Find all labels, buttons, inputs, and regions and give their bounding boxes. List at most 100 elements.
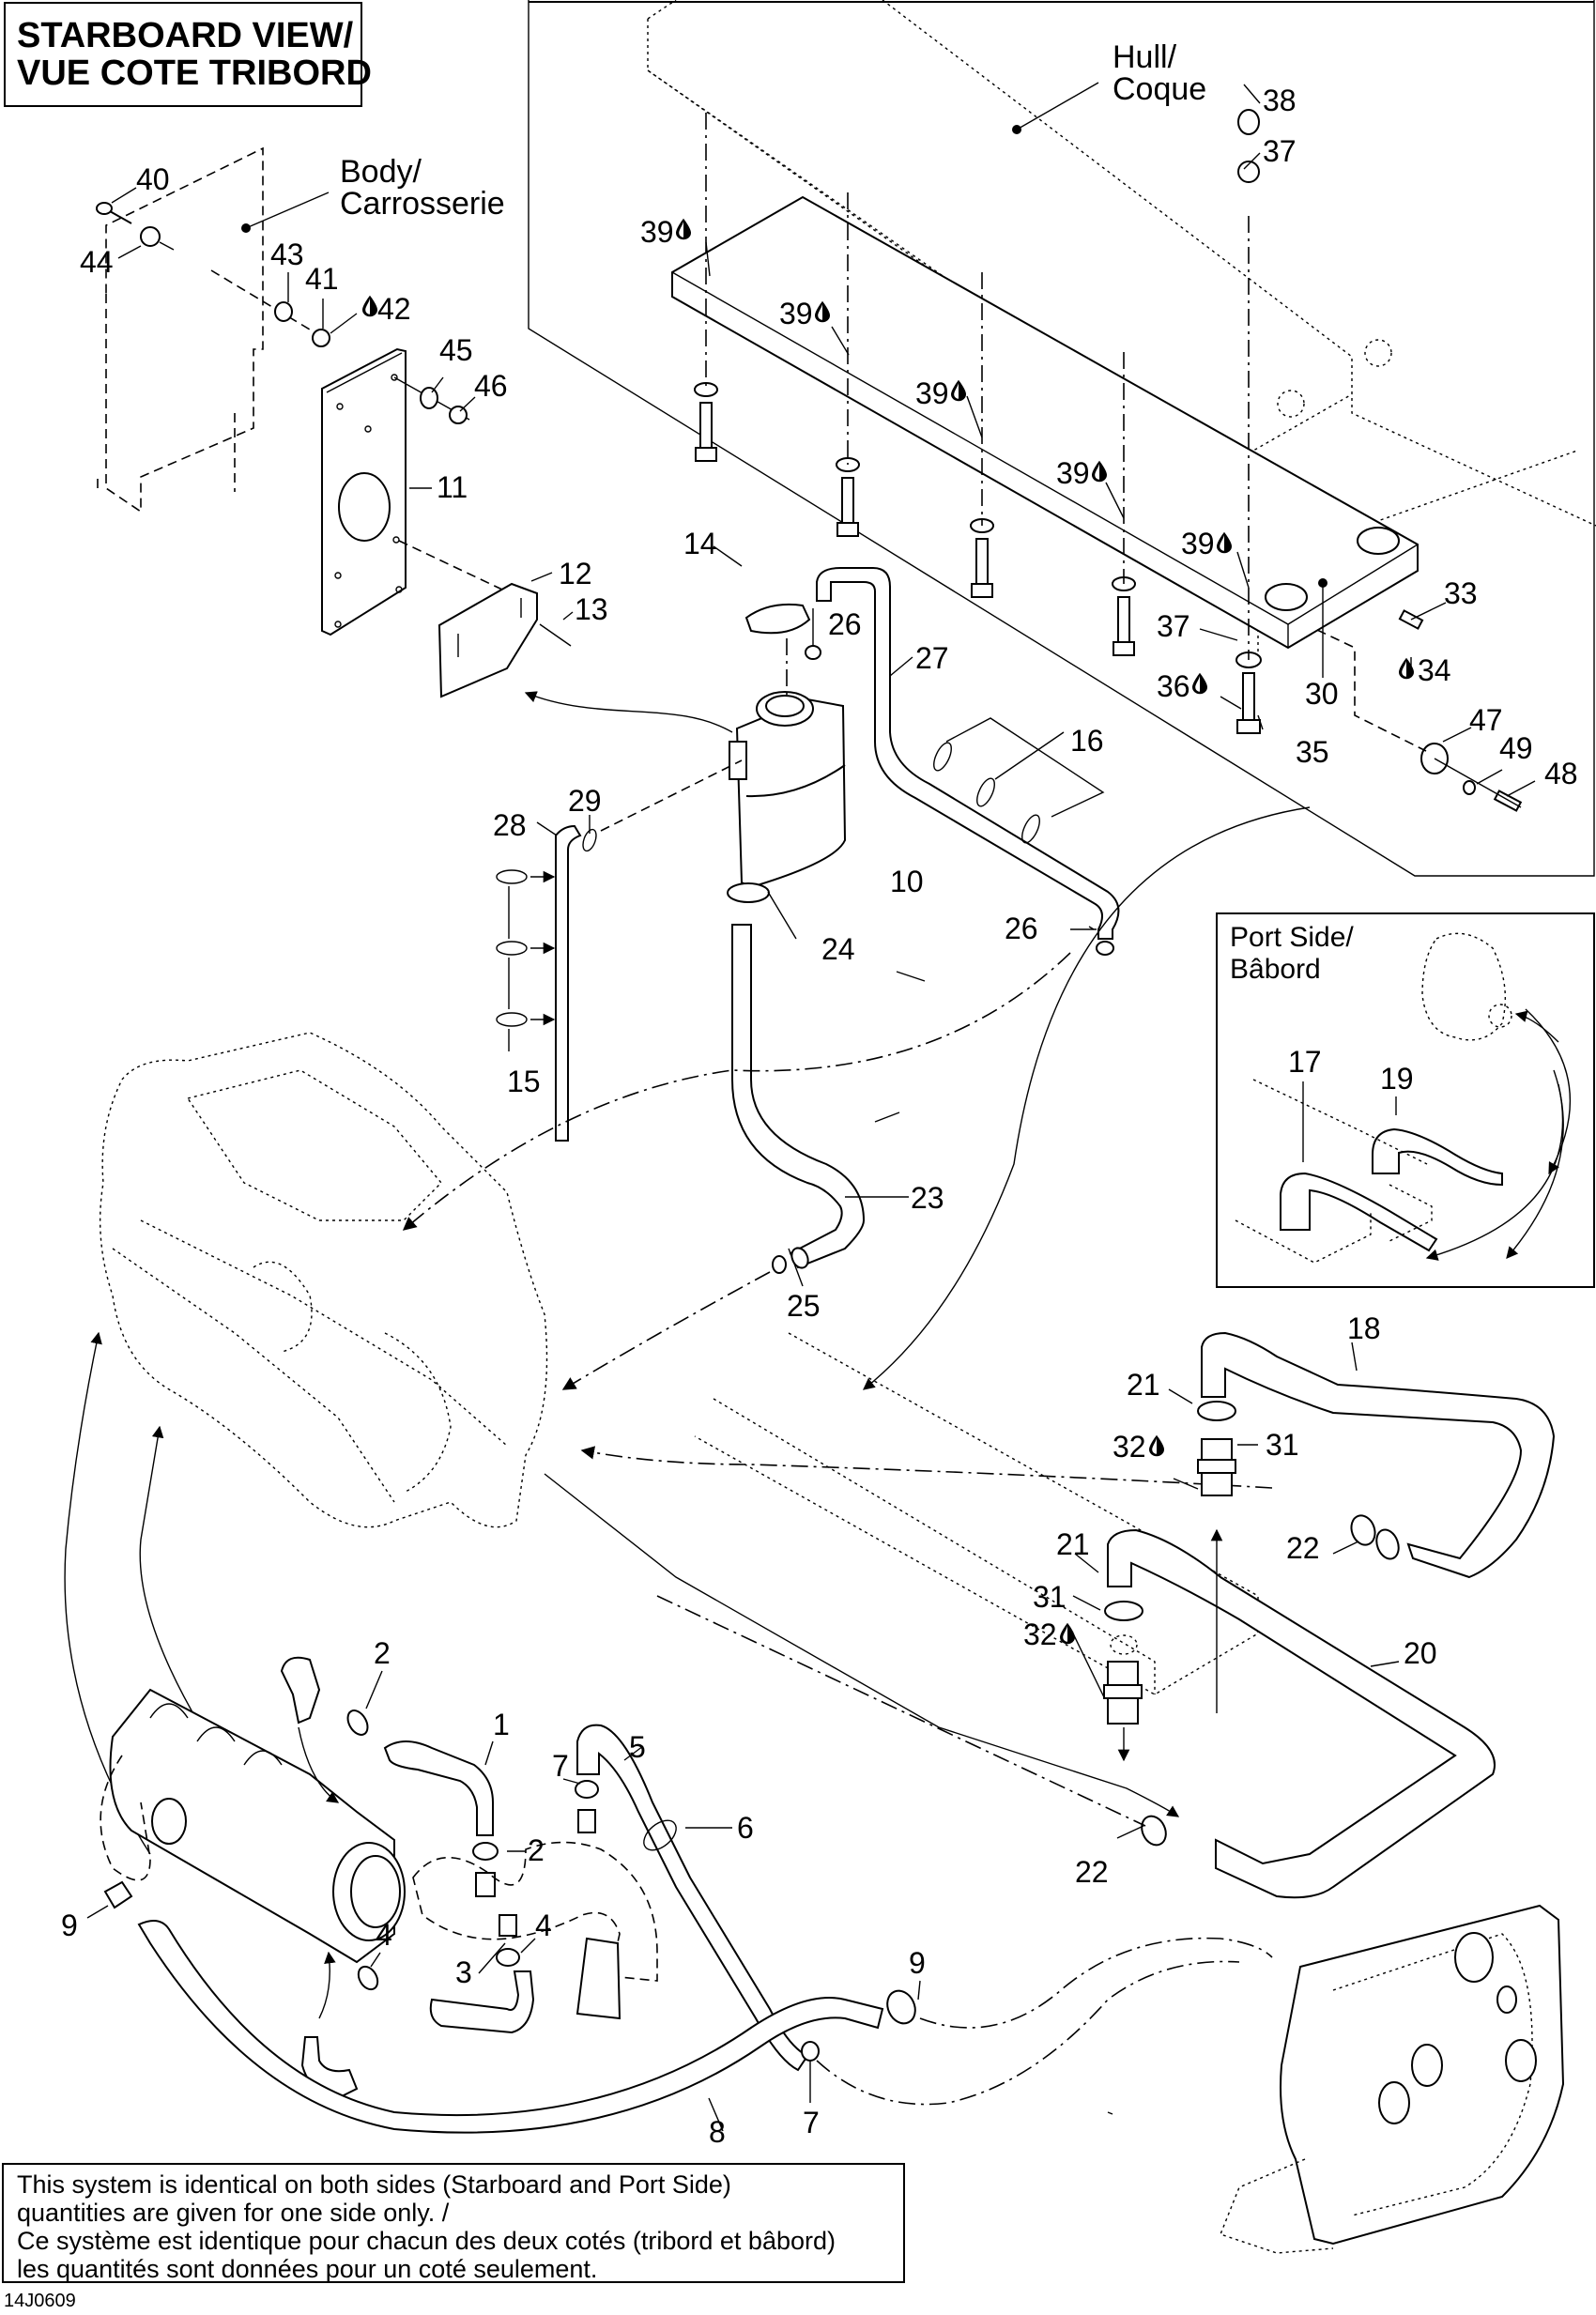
jet-pipe-dashed [412,1841,658,1982]
callout-8: 8 [709,2115,726,2149]
hose-3 [429,1970,535,2034]
fitting-31-upper [1197,1401,1236,1496]
fitting-9-left [103,1880,133,1909]
callout-42: 42 [377,292,411,326]
callout-36: 36 [1157,669,1190,703]
callout-44: 44 [80,245,114,279]
sealant-drop-icon [362,295,377,317]
callout-11: 11 [437,470,468,504]
hull-frame [528,0,1595,877]
flow-line-25 [561,1271,771,1390]
callout-41: 41 [305,262,339,296]
callout-10: 10 [890,865,924,898]
callout-39-2: 39 [779,297,813,330]
callout-35: 35 [1296,735,1329,769]
view-title-fr: VUE COTE TRIBORD [17,54,372,93]
callout-23: 23 [911,1181,944,1215]
callout-39-5: 39 [1181,527,1215,560]
port-side-inset [1216,912,1595,1288]
callout-34: 34 [1418,653,1451,687]
reservoir-cap-14 [744,603,811,635]
clamp-4-right [496,1948,520,1967]
sealant-drop-icon [1149,1434,1164,1457]
clamp-22-lower [1141,1815,1167,1847]
fasteners-41-43 [210,269,330,347]
view-title-box [4,2,362,107]
bolt-centerlines [705,113,1250,660]
callout-32-bottom: 32 [1023,1617,1057,1651]
callout-39-4: 39 [1056,456,1090,490]
cable-tie-6 [643,1819,677,1851]
callout-47: 47 [1469,703,1503,737]
cable-ties-16 [933,717,1105,844]
clamp-22-upper [1350,1514,1376,1546]
callout-43: 43 [270,238,304,271]
note-line-2: quantities are given for one side only. … [17,2199,450,2227]
hull-nut-38 [1237,109,1260,135]
callout-28: 28 [493,808,527,842]
flow-line-lower [544,1473,1180,1817]
callout-37-top: 37 [1263,134,1297,168]
callout-20: 20 [1404,1636,1437,1670]
hose-stub [575,1937,622,2020]
callout-5: 5 [629,1730,646,1764]
callout-18: 18 [1347,1311,1381,1345]
clamp-25 [772,1255,787,1274]
callout-29: 29 [568,784,602,818]
engine-outline [99,1032,548,1528]
mounting-block [694,1332,1259,1695]
note-line-4: les quantités sont données pour un coté … [17,2255,598,2283]
flow-arrow-bracket [524,691,733,733]
callout-33: 33 [1444,576,1478,610]
hose-18 [1201,1331,1556,1579]
callout-21-top: 21 [1127,1368,1160,1402]
callout-26-bottom: 26 [1005,912,1038,945]
elbow-fitting-upper [280,1656,321,1725]
callout-27: 27 [915,641,949,675]
callout-39-1: 39 [640,215,674,249]
callout-25: 25 [787,1289,821,1323]
callout-49: 49 [1499,731,1533,765]
sealant-drop-icon [1060,1622,1075,1645]
callout-9-right: 9 [909,1946,926,1980]
hose-8 [137,1920,884,2134]
hose-1 [383,1740,494,1836]
body-panel [97,146,264,514]
mount-plate-11 [321,347,407,636]
coolant-hose-23 [731,924,866,1269]
clamp-7-lower [801,2041,820,2062]
system-note: This system is identical on both sides (… [2,2163,905,2283]
callout-2-bottom: 2 [528,1833,545,1867]
hull-label-en: Hull/ [1113,39,1177,75]
callout-24: 24 [821,932,855,966]
callout-17: 17 [1288,1045,1322,1079]
callout-6: 6 [737,1811,754,1845]
callout-39-3: 39 [915,376,949,410]
flow-line-upper [863,806,1311,1390]
callout-26-top: 26 [828,607,862,641]
callout-3: 3 [455,1955,472,1989]
heat-exchanger [100,1688,406,1964]
inset-title-fr: Bâbord [1230,954,1321,985]
hull-label-fr: Coque [1113,71,1206,107]
note-line-1: This system is identical on both sides (… [17,2170,731,2199]
hose-5 [576,1724,809,2072]
callout-30: 30 [1305,677,1339,711]
callout-16: 16 [1070,724,1104,758]
clamp-4-left [357,1965,379,1991]
bolt-40 [96,202,175,251]
callout-45: 45 [439,333,473,367]
vent-hose-27 [816,567,1120,940]
callout-40: 40 [136,162,170,196]
callout-14: 14 [683,527,717,560]
support-bar-30 [671,195,1419,650]
callout-37-bottom: 37 [1157,609,1190,643]
sealant-drop-icon [676,218,691,240]
nipple-5 [577,1809,596,1833]
callout-46: 46 [474,369,508,403]
jet-pump-housing [1220,1904,1565,2254]
clamp-9-right [886,1989,916,2025]
note-line-3: Ce système est identique pour chacun des… [17,2227,836,2255]
inset-drawing [1235,932,1572,1264]
